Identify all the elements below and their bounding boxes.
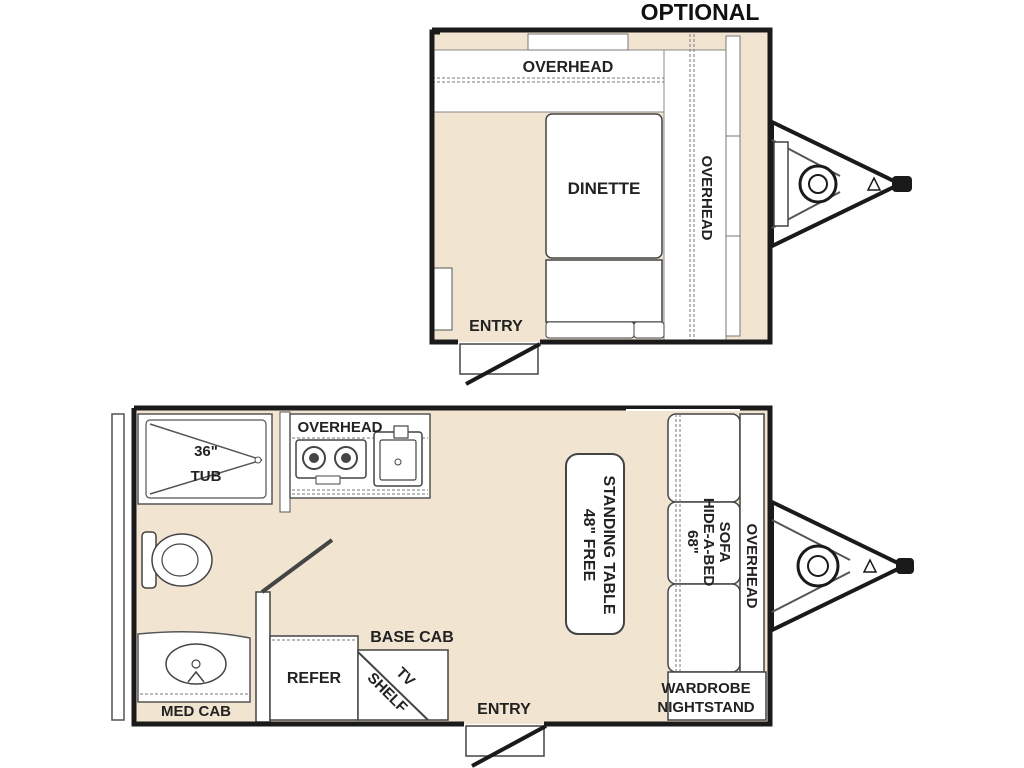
dinette-label: DINETTE: [568, 179, 641, 198]
main-entry-label: ENTRY: [477, 701, 531, 718]
dinette: [545, 113, 663, 259]
wardrobe-label: WARDROBE: [661, 680, 750, 697]
main-entry-door: [471, 724, 547, 768]
sofa-label-line2: HIDE-A-BED: [700, 498, 717, 586]
refer-label: REFER: [287, 670, 342, 687]
bathroom-sink: [137, 631, 251, 703]
optional-entry-label: ENTRY: [469, 318, 523, 335]
main-floorplan: 36" TUB MED CAB: [111, 405, 914, 768]
bathroom-door: [260, 538, 334, 594]
optional-overhead-side-label: OVERHEAD: [698, 155, 715, 240]
overhead-side-label: OVERHEAD: [743, 523, 760, 608]
table-label-line2: STANDING TABLE: [600, 476, 617, 615]
sofa-label-line1: 68": [684, 530, 701, 554]
toilet: [141, 531, 213, 589]
optional-overhead-side: [663, 49, 727, 343]
med-cab-label: MED CAB: [161, 703, 231, 720]
optional-hitch: [770, 118, 912, 250]
nightstand-label: NIGHTSTAND: [657, 699, 754, 716]
main-entry-step: [465, 725, 545, 757]
optional-entry-door: [465, 342, 541, 386]
refrigerator: [269, 635, 359, 721]
kitchen-sink: [373, 425, 423, 487]
base-cab-label: BASE CAB: [370, 629, 454, 646]
hide-a-bed-sofa: [667, 413, 765, 673]
optional-floorplan: OPTIONAL OVERHEAD OVERHEAD DINETTE ENTRY: [429, 0, 912, 386]
optional-overhead-top: [431, 49, 665, 113]
stove: [295, 439, 367, 485]
tv-shelf-cabinet: [357, 649, 449, 721]
optional-overhead-top-label: OVERHEAD: [523, 59, 614, 76]
main-hitch: [770, 498, 914, 634]
overhead-kitchen-label: OVERHEAD: [297, 419, 382, 436]
tub-label: TUB: [191, 468, 222, 485]
table-label-line1: 48" FREE: [580, 509, 597, 582]
sofa-label-line3: SOFA: [716, 522, 733, 563]
tub-size-label: 36": [194, 443, 218, 460]
main-outer-wall: [131, 408, 464, 727]
wardrobe-nightstand: [667, 671, 767, 721]
standing-table: [565, 453, 625, 635]
optional-heading: OPTIONAL: [641, 0, 760, 25]
optional-entry-step: [459, 343, 539, 375]
